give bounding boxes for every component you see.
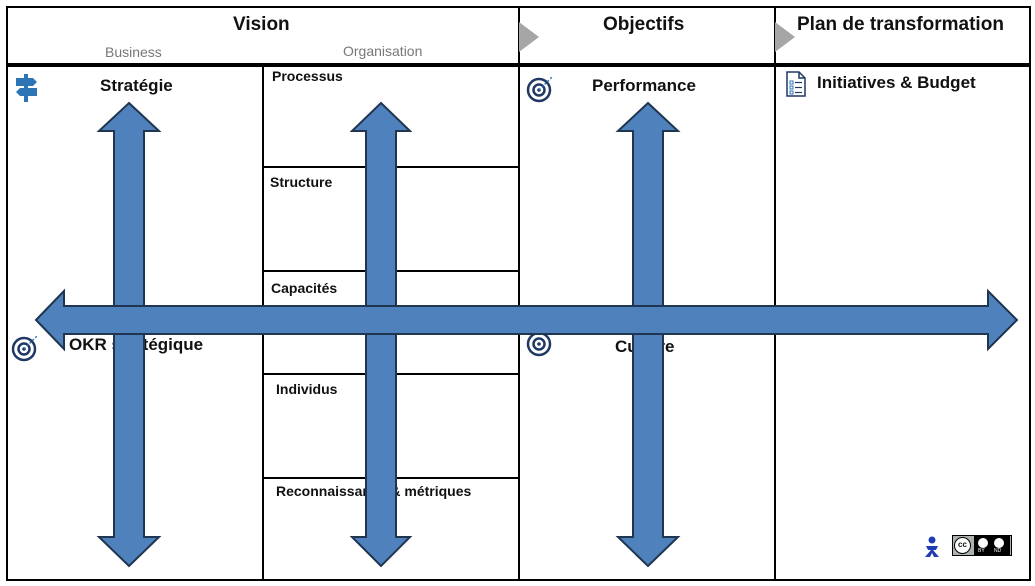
cc-license-badge: cc BY ND: [952, 535, 1012, 556]
nd-text: ND: [994, 548, 1002, 554]
person-logo-icon: [925, 536, 939, 557]
horizontal-double-arrow: [34, 288, 1019, 352]
structure-label: Structure: [270, 174, 333, 190]
vision-title: Vision: [233, 14, 290, 35]
strategie-label: Stratégie: [100, 76, 173, 95]
plan-title: Plan de transformation: [797, 14, 1004, 35]
by-icon: [978, 538, 988, 548]
nd-icon: [994, 538, 1004, 548]
performance-label: Performance: [592, 76, 696, 95]
cc-logo: cc: [954, 537, 971, 554]
by-text: BY: [978, 548, 985, 554]
header-objectifs: [518, 6, 776, 65]
capacites-label: Capacités: [271, 280, 338, 296]
signpost-icon: [16, 74, 37, 102]
header-vision: [6, 6, 520, 65]
chevron-right-icon: [519, 22, 539, 52]
initiatives-budget-label: Initiatives & Budget: [817, 73, 976, 92]
organisation-subtitle: Organisation: [343, 43, 423, 59]
checklist-document-icon: [786, 71, 806, 97]
processus-label: Processus: [272, 68, 343, 84]
business-subtitle: Business: [105, 44, 162, 60]
objectifs-title: Objectifs: [603, 14, 685, 35]
header-plan: [774, 6, 1031, 65]
individus-label: Individus: [276, 381, 338, 397]
by-badge: BY ND: [974, 536, 1010, 555]
chevron-right-icon: [775, 22, 795, 52]
target-icon: [526, 75, 554, 103]
target-icon: [11, 334, 39, 362]
